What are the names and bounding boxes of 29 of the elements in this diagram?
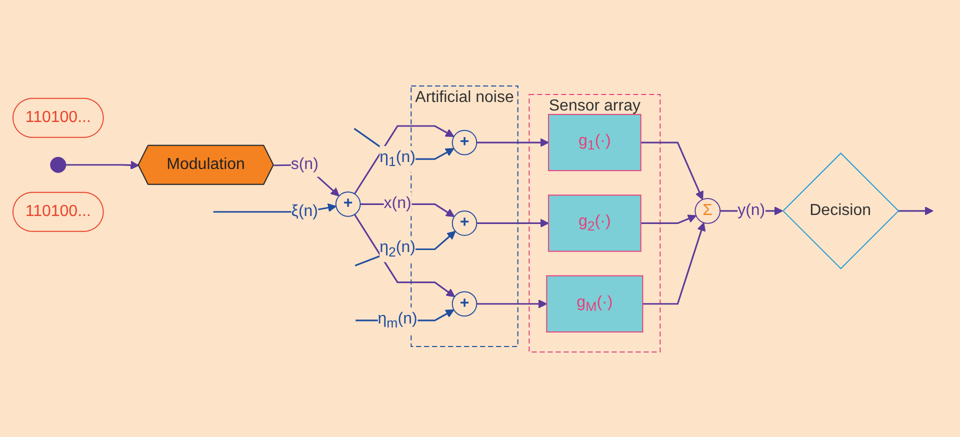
edge-label: y(n) bbox=[737, 201, 765, 218]
node-diamond: Decision bbox=[782, 152, 899, 269]
edge-label: x(n) bbox=[383, 194, 411, 212]
node-text: 110100... bbox=[24, 108, 90, 126]
arrow bbox=[640, 214, 696, 224]
node-circle: + bbox=[451, 210, 477, 236]
edge-label: η$_{2}$(n) bbox=[379, 238, 415, 259]
edge-label: s(n) bbox=[290, 155, 318, 172]
arrow bbox=[897, 206, 933, 215]
arrow bbox=[642, 222, 706, 304]
arrow bbox=[640, 141, 703, 200]
node-circle: + bbox=[451, 129, 477, 155]
arrow bbox=[476, 299, 547, 308]
node-circle: + bbox=[451, 290, 477, 316]
edge-label: η$_{1}$(n) bbox=[379, 148, 415, 169]
node-circle bbox=[50, 156, 66, 172]
arrow bbox=[354, 230, 456, 266]
node-box: g$_{2}$(·) bbox=[548, 194, 641, 252]
arrow bbox=[476, 218, 548, 228]
node-box: g$_{M}$(·) bbox=[546, 274, 643, 332]
arrow bbox=[476, 138, 548, 146]
edge-label: η$_{m}$(n) bbox=[377, 310, 417, 330]
arrow bbox=[353, 214, 455, 297]
node-circle: Σ bbox=[694, 198, 720, 224]
node-box: g$_{1}$(·) bbox=[548, 113, 641, 171]
node-text: 110100... bbox=[24, 202, 90, 220]
edge-label: ξ(n) bbox=[290, 202, 318, 220]
node-circle: + bbox=[334, 191, 360, 216]
arrow bbox=[65, 160, 139, 170]
